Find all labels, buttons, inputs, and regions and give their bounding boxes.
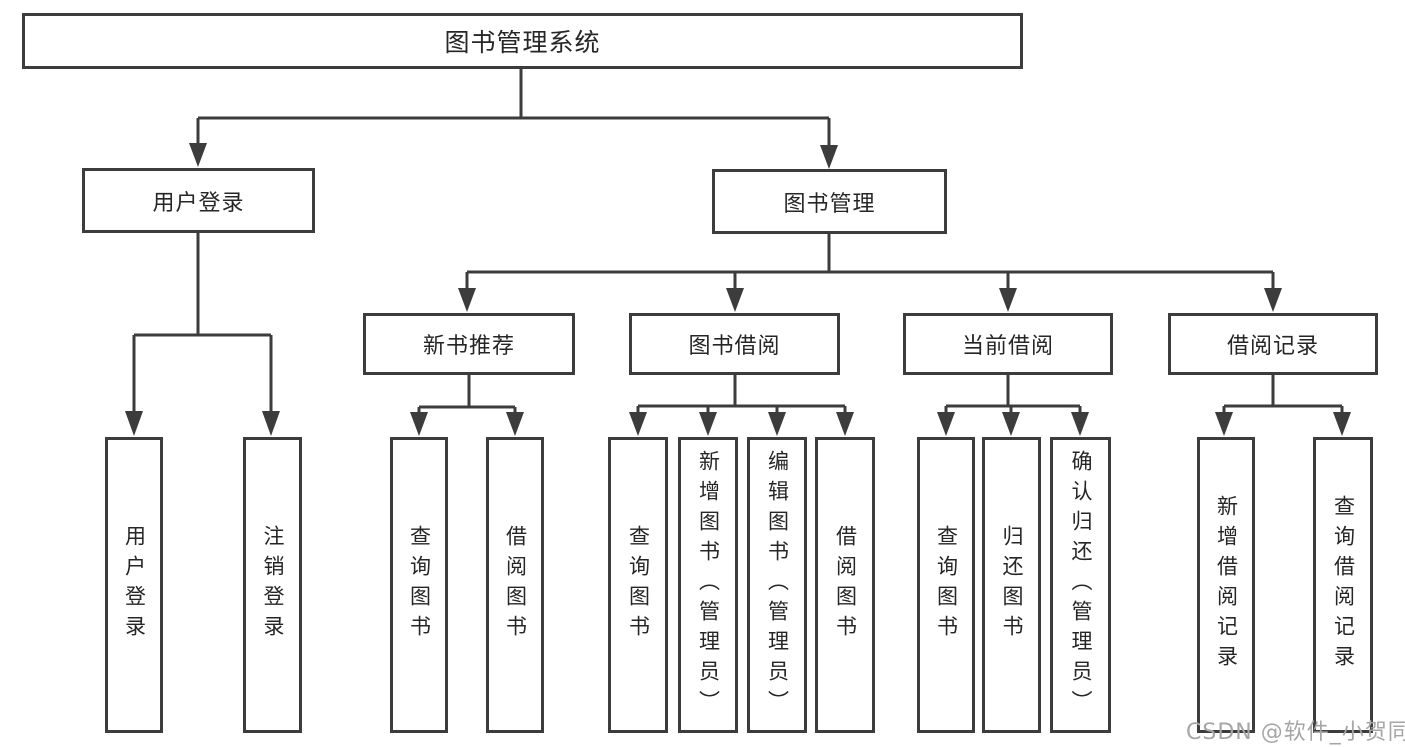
arrowheads-book-borrow — [629, 412, 854, 436]
node-root-system: 图书管理系统 — [22, 13, 1023, 69]
node-label: 编辑图书（管理员） — [765, 450, 790, 720]
csdn-watermark: CSDN @软件_小贺同学 — [1186, 720, 1405, 745]
node-current-borrowing: 当前借阅 — [903, 313, 1113, 375]
leaf-add-book-admin: 新增图书（管理员） — [678, 437, 738, 733]
node-new-book-recommend: 新书推荐 — [363, 313, 575, 375]
leaf-add-borrow-record: 新增借阅记录 — [1197, 437, 1255, 733]
leaf-borrow-books-2: 借阅图书 — [815, 437, 875, 733]
leaf-user-login: 用户登录 — [105, 437, 163, 733]
connector-new-book-rec-children — [417, 375, 517, 414]
node-label: 查询借阅记录 — [1331, 495, 1356, 675]
connector-book-borrow-children — [636, 375, 847, 414]
node-label: 归还图书 — [1000, 525, 1024, 645]
connector-borrow-record-children — [1222, 375, 1344, 414]
connector-root-to-level2 — [196, 69, 831, 148]
node-label: 借阅图书 — [503, 525, 528, 645]
node-label: 借阅记录 — [1226, 334, 1319, 359]
node-label: 确认归还（管理员） — [1069, 450, 1093, 720]
connector-current-borrow-children — [944, 375, 1082, 414]
arrowheads-level2 — [189, 143, 838, 169]
node-label: 图书管理系统 — [444, 28, 601, 57]
node-label: 新增借阅记录 — [1214, 495, 1239, 675]
node-label: 用户登录 — [122, 525, 147, 645]
leaf-query-books-3: 查询图书 — [917, 437, 975, 733]
leaf-logout: 注销登录 — [243, 437, 302, 733]
leaf-query-books-2: 查询图书 — [608, 437, 668, 733]
node-label: 借阅图书 — [833, 525, 858, 645]
node-borrowing-records: 借阅记录 — [1168, 313, 1378, 375]
connector-user-login-branch — [132, 233, 273, 413]
leaf-query-books-1: 查询图书 — [390, 437, 448, 733]
connector-book-mgmt-branch — [465, 234, 1275, 290]
leaf-confirm-return-admin: 确认归还（管理员） — [1050, 437, 1111, 733]
node-label: 图书管理 — [783, 191, 876, 217]
node-label: 图书借阅 — [688, 334, 781, 359]
leaf-borrow-books-1: 借阅图书 — [486, 437, 544, 733]
node-user-login: 用户登录 — [82, 168, 315, 233]
leaf-return-book: 归还图书 — [982, 437, 1041, 733]
node-label: 查询图书 — [934, 525, 959, 645]
leaf-edit-book-admin: 编辑图书（管理员） — [747, 437, 807, 733]
arrowheads-level3 — [458, 288, 1282, 312]
node-label: 当前借阅 — [961, 334, 1054, 359]
node-label: 新增图书（管理员） — [696, 450, 721, 720]
node-label: 注销登录 — [261, 525, 285, 645]
node-label: 查询图书 — [407, 525, 432, 645]
node-label: 用户登录 — [152, 190, 245, 216]
arrowheads-borrow-record — [1215, 412, 1351, 436]
arrowheads-user-login-branch — [125, 411, 280, 436]
node-book-borrowing: 图书借阅 — [629, 313, 840, 375]
arrowheads-new-book-rec — [410, 412, 524, 436]
leaf-query-borrow-record: 查询借阅记录 — [1313, 437, 1373, 733]
node-book-management: 图书管理 — [712, 169, 947, 234]
arrowheads-current-borrow — [937, 412, 1089, 436]
node-label: 新书推荐 — [422, 334, 515, 359]
node-label: 查询图书 — [626, 525, 651, 645]
